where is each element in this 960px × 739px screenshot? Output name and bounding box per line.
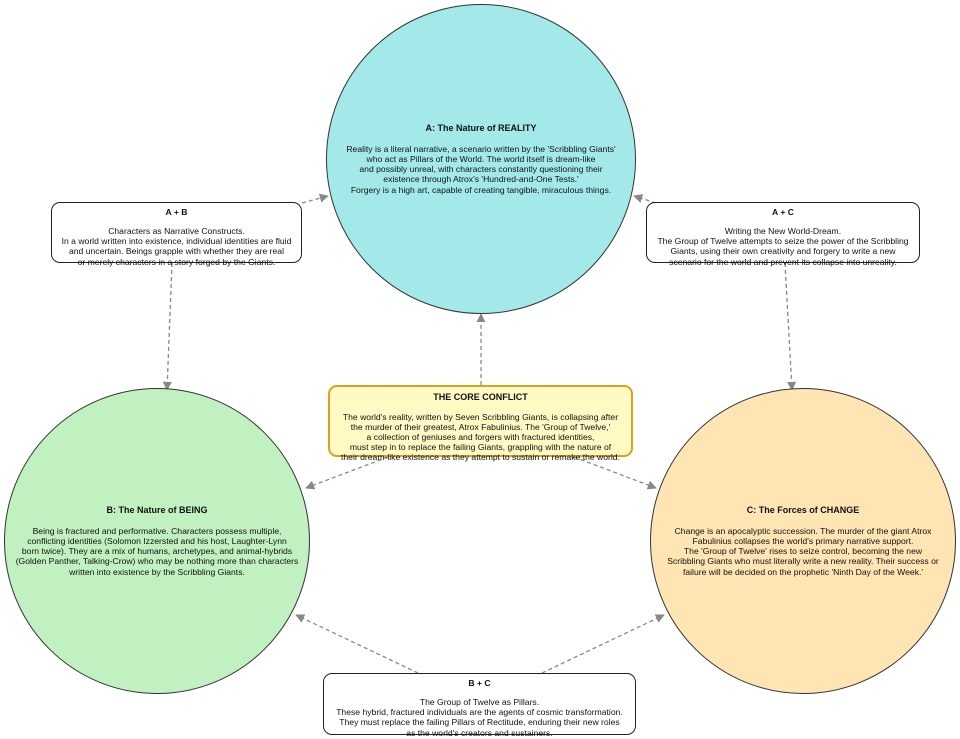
being-node: B: The Nature of BEING Being is fracture…: [4, 388, 310, 694]
edge-bc-to-being: [295, 614, 419, 674]
core-conflict-node: THE CORE CONFLICT The world's reality, w…: [328, 385, 633, 462]
ac-body: Writing the New World-Dream. The Group o…: [657, 226, 909, 267]
ac-node: A + C Writing the New World-Dream. The G…: [646, 202, 920, 267]
change-title: C: The Forces of CHANGE: [746, 505, 860, 516]
ac-title: A + C: [772, 207, 794, 217]
bc-node: B + C The Group of Twelve as Pillars. Th…: [323, 673, 636, 738]
edge-ab-to-reality: [301, 193, 329, 204]
edge-ac-to-reality: [633, 194, 657, 204]
edge-core-to-change: [573, 456, 657, 490]
reality-node: A: The Nature of REALITY Reality is a li…: [326, 4, 636, 314]
reality-title: A: The Nature of REALITY: [425, 123, 537, 134]
change-node: C: The Forces of CHANGE Change is an apo…: [650, 388, 956, 694]
change-body: Change is an apocalyptic succession. The…: [667, 525, 939, 577]
core-title: THE CORE CONFLICT: [433, 392, 528, 402]
ab-body: Characters as Narrative Constructs. In a…: [61, 226, 292, 267]
edge-ac-to-change: [784, 262, 797, 391]
being-body: Being is fractured and performative. Cha…: [15, 525, 299, 577]
bc-body: The Group of Twelve as Pillars. These hy…: [336, 697, 623, 738]
edge-bc-to-change: [541, 614, 665, 674]
being-title: B: The Nature of BEING: [106, 505, 208, 516]
reality-body: Reality is a literal narrative, a scenar…: [346, 143, 616, 195]
bc-title: B + C: [468, 678, 491, 688]
edge-core-to-being: [305, 456, 389, 490]
edge-ab-to-being: [162, 262, 173, 391]
core-body: The world's reality, written by Seven Sc…: [341, 411, 620, 463]
ab-title: A + B: [165, 207, 188, 217]
ab-node: A + B Characters as Narrative Constructs…: [51, 202, 302, 267]
